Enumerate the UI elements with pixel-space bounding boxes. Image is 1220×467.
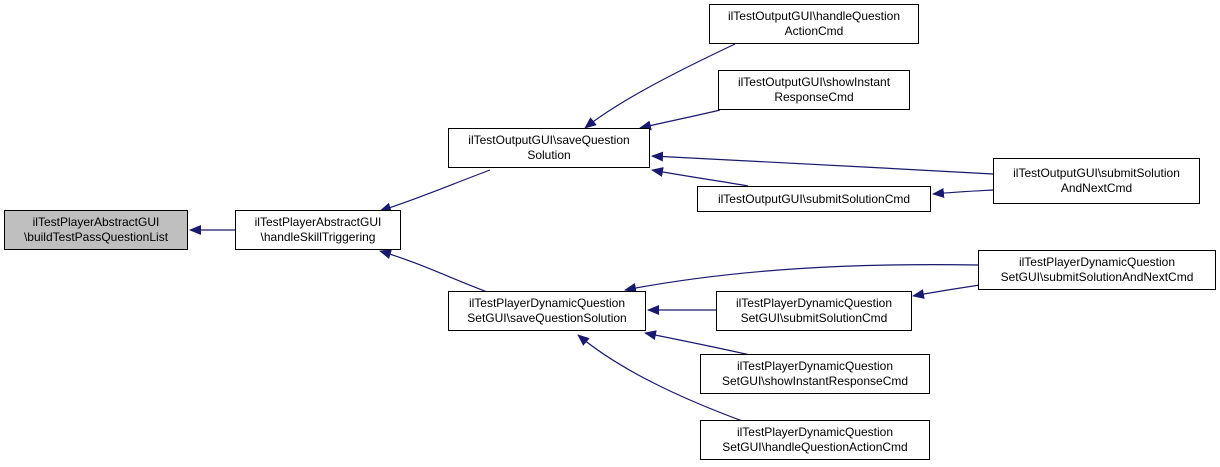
node-dynamic-submit-solution-and-next-cmd[interactable]: ilTestPlayerDynamicQuestion SetGUI\submi… xyxy=(978,250,1216,290)
node-label-line2: SetGUI\showInstantResponseCmd xyxy=(721,374,909,388)
edge-dynamic-show-instant-to-dynamic-save xyxy=(644,330,751,356)
node-label-line1: ilTestPlayerDynamicQuestion xyxy=(1018,255,1176,269)
node-label-line2: Solution xyxy=(527,148,571,162)
edge-dynamic-handle-action-to-dynamic-save xyxy=(577,334,746,423)
node-dynamic-show-instant-response-cmd[interactable]: ilTestPlayerDynamicQuestion SetGUI\showI… xyxy=(700,354,930,394)
node-output-handle-question-action-cmd[interactable]: ilTestOutputGUI\handleQuestion ActionCmd xyxy=(709,4,919,44)
node-label-line1: ilTestOutputGUI\submitSolutionCmd xyxy=(717,191,911,206)
node-label-line2: SetGUI\handleQuestionActionCmd xyxy=(722,440,908,454)
edge-dynamic-save-to-handle-skill xyxy=(379,249,491,294)
edge-output-handle-action-to-output-save xyxy=(584,43,736,129)
node-label-line2: ActionCmd xyxy=(784,24,844,38)
edge-output-submit-to-output-save xyxy=(651,167,749,187)
edge-output-save-to-handle-skill xyxy=(379,169,491,213)
node-dynamic-save-question-solution[interactable]: ilTestPlayerDynamicQuestion SetGUI\saveQ… xyxy=(448,291,646,331)
node-label-line1: ilTestPlayerDynamicQuestion xyxy=(468,296,626,310)
node-build-test-pass-question-list[interactable]: ilTestPlayerAbstractGUI \buildTestPassQu… xyxy=(4,210,188,250)
node-label-line1: ilTestOutputGUI\saveQuestion xyxy=(468,133,630,147)
node-output-submit-solution-and-next-cmd[interactable]: ilTestOutputGUI\submitSolution AndNextCm… xyxy=(993,158,1200,204)
node-dynamic-handle-question-action-cmd[interactable]: ilTestPlayerDynamicQuestion SetGUI\handl… xyxy=(700,420,930,460)
node-label-line1: ilTestPlayerDynamicQuestion xyxy=(736,359,894,373)
node-output-submit-solution-cmd[interactable]: ilTestOutputGUI\submitSolutionCmd xyxy=(697,186,931,212)
node-label-line2: SetGUI\saveQuestionSolution xyxy=(467,311,627,325)
node-label-line1: ilTestPlayerAbstractGUI xyxy=(254,215,382,229)
node-label-line1: ilTestOutputGUI\showInstant xyxy=(737,75,891,89)
edge-output-show-instant-to-output-save xyxy=(639,109,721,131)
edge-output-submit-next-to-output-save xyxy=(651,151,994,175)
edge-dynamic-submit-next-to-dynamic-submit xyxy=(912,284,981,299)
node-label-line1: ilTestOutputGUI\submitSolution xyxy=(1013,166,1180,180)
node-label-line2: ResponseCmd xyxy=(774,90,854,104)
node-label-line2: AndNextCmd xyxy=(1060,181,1133,195)
node-output-save-question-solution[interactable]: ilTestOutputGUI\saveQuestion Solution xyxy=(448,128,650,168)
node-label-line1: ilTestOutputGUI\handleQuestion xyxy=(727,9,901,23)
node-label-line2: \buildTestPassQuestionList xyxy=(23,230,169,244)
node-handle-skill-triggering[interactable]: ilTestPlayerAbstractGUI \handleSkillTrig… xyxy=(235,210,401,250)
node-output-show-instant-response-cmd[interactable]: ilTestOutputGUI\showInstant ResponseCmd xyxy=(718,70,910,110)
node-label-line1: ilTestPlayerDynamicQuestion xyxy=(736,425,894,439)
edge-output-submit-next-to-output-submit xyxy=(932,188,994,198)
node-label-line1: ilTestPlayerAbstractGUI xyxy=(32,215,160,229)
node-label-line2: \handleSkillTriggering xyxy=(260,230,376,244)
node-label-line2: SetGUI\submitSolutionAndNextCmd xyxy=(1000,270,1194,284)
node-label-line2: SetGUI\submitSolutionCmd xyxy=(740,311,888,325)
edge-dynamic-submit-next-to-dynamic-save xyxy=(624,264,981,293)
node-dynamic-submit-solution-cmd[interactable]: ilTestPlayerDynamicQuestion SetGUI\submi… xyxy=(716,291,912,331)
node-label-line1: ilTestPlayerDynamicQuestion xyxy=(735,296,893,310)
